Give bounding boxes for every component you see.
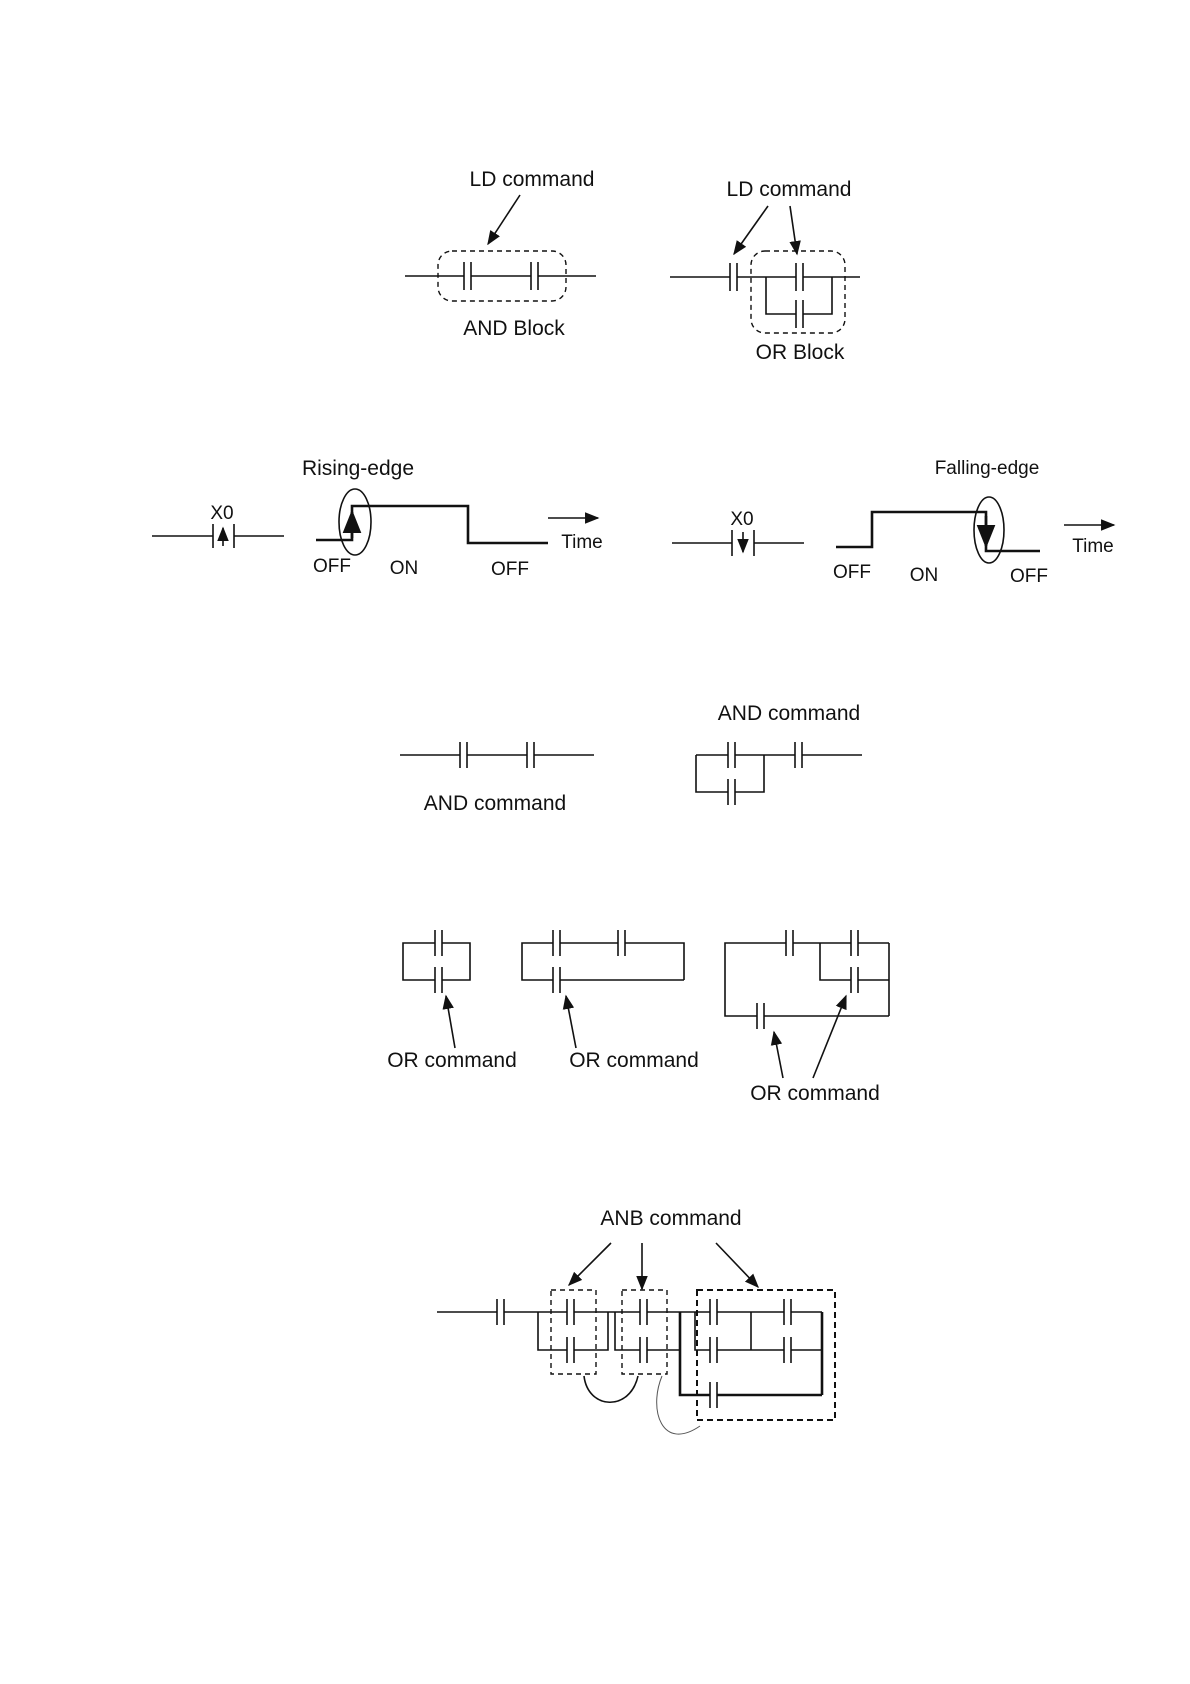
- or-command-label-3: OR command: [750, 1082, 880, 1105]
- rising-state-on: ON: [390, 558, 419, 579]
- falling-state-on: ON: [910, 565, 939, 586]
- falling-edge-diagram: Falling-edge X0 Time OFF ON OFF: [672, 458, 1114, 587]
- falling-state-off-2: OFF: [1010, 566, 1048, 587]
- falling-axis-label: Time: [1072, 536, 1114, 557]
- left-rail: [403, 943, 435, 980]
- rising-edge-highlight: [339, 489, 371, 555]
- or-block-outline: [751, 251, 845, 333]
- rising-state-off-1: OFF: [313, 556, 351, 577]
- falling-contact-label: X0: [730, 509, 753, 530]
- parallel-branch: [696, 755, 728, 792]
- and-command-label-left: AND command: [424, 792, 566, 815]
- or-command-example-3: OR command: [725, 930, 889, 1105]
- parallel-branch: [766, 277, 796, 314]
- or-command-example-1: OR command: [387, 930, 517, 1072]
- anb-arrow-1: [569, 1243, 611, 1285]
- right-rail: [625, 943, 684, 980]
- or-arrow-1: [446, 996, 455, 1048]
- rising-axis-label: Time: [561, 532, 603, 553]
- rising-state-off-2: OFF: [491, 559, 529, 580]
- parallel-branch: [803, 277, 832, 314]
- parallel-branch: [615, 1312, 640, 1350]
- section-ld-and-block: LD command AND Block: [405, 168, 596, 340]
- or-block-label: OR Block: [756, 341, 845, 364]
- falling-state-off-1: OFF: [833, 562, 871, 583]
- left-rail: [725, 943, 786, 1016]
- falling-edge-highlight: [974, 497, 1004, 563]
- and-block-label: AND Block: [463, 317, 565, 340]
- ld-arrow-right-a: [734, 206, 768, 254]
- falling-waveform: [836, 512, 1040, 551]
- or-arrow-3a: [774, 1032, 783, 1078]
- anb-command-diagram: ANB command: [437, 1207, 835, 1434]
- falling-edge-title: Falling-edge: [935, 458, 1040, 479]
- rising-contact-label: X0: [210, 503, 233, 524]
- or-arrow-3b: [813, 996, 846, 1078]
- anb-block-2-outline: [622, 1290, 667, 1374]
- parallel-branch: [574, 1312, 608, 1350]
- section-ld-or-block: LD command OR Block: [670, 178, 860, 364]
- parallel-branch: [647, 1312, 680, 1350]
- rising-edge-title: Rising-edge: [302, 457, 414, 480]
- and-command-parallel: AND command: [696, 702, 862, 805]
- or-arrow-2: [566, 996, 576, 1048]
- ld-arrow-right-b: [790, 206, 797, 254]
- parallel-branch: [538, 1312, 567, 1350]
- parallel-branch: [735, 755, 764, 792]
- anb-arrow-3: [716, 1243, 758, 1287]
- anb-link-curve-1: [584, 1376, 638, 1402]
- and-command-series: AND command: [400, 742, 594, 815]
- or-command-label-1: OR command: [387, 1049, 517, 1072]
- or-command-label-2: OR command: [569, 1049, 699, 1072]
- left-rail: [522, 943, 553, 980]
- anb-command-label: ANB command: [600, 1207, 741, 1230]
- parallel-branch: [820, 943, 851, 980]
- rising-edge-diagram: Rising-edge X0 Time OFF ON OFF: [152, 457, 603, 580]
- anb-link-curve-2: [657, 1376, 700, 1434]
- ld-command-label-right: LD command: [727, 178, 852, 201]
- ld-command-label-left: LD command: [470, 168, 595, 191]
- right-rail: [442, 943, 470, 980]
- or-command-example-2: OR command: [522, 930, 699, 1072]
- and-command-label-right: AND command: [718, 702, 860, 725]
- ld-arrow-left: [488, 195, 520, 244]
